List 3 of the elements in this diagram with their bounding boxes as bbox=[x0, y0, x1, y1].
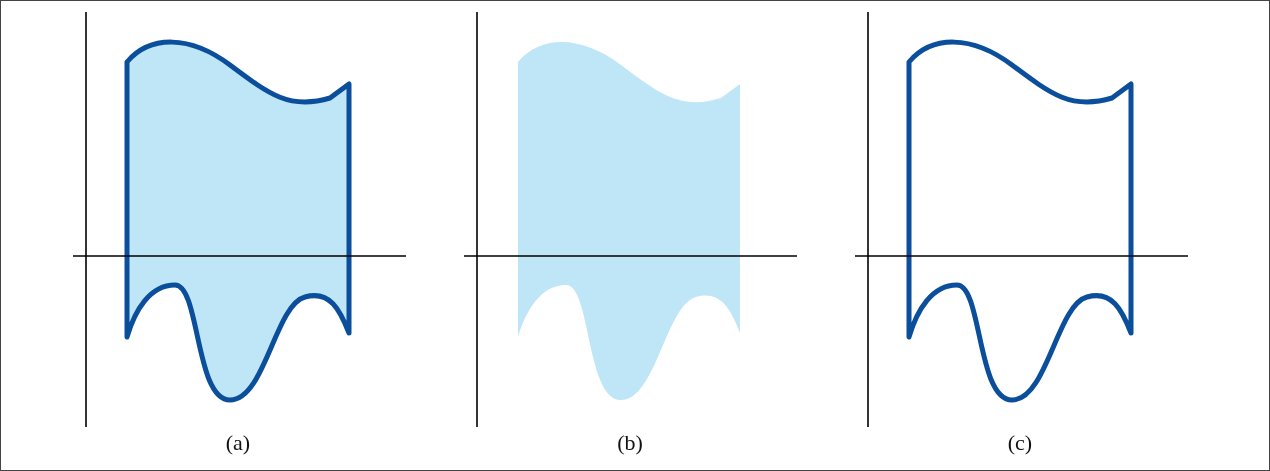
panel-label: (a) bbox=[224, 430, 252, 456]
panel-label: (c) bbox=[1006, 430, 1034, 456]
panel-label: (b) bbox=[616, 430, 644, 456]
